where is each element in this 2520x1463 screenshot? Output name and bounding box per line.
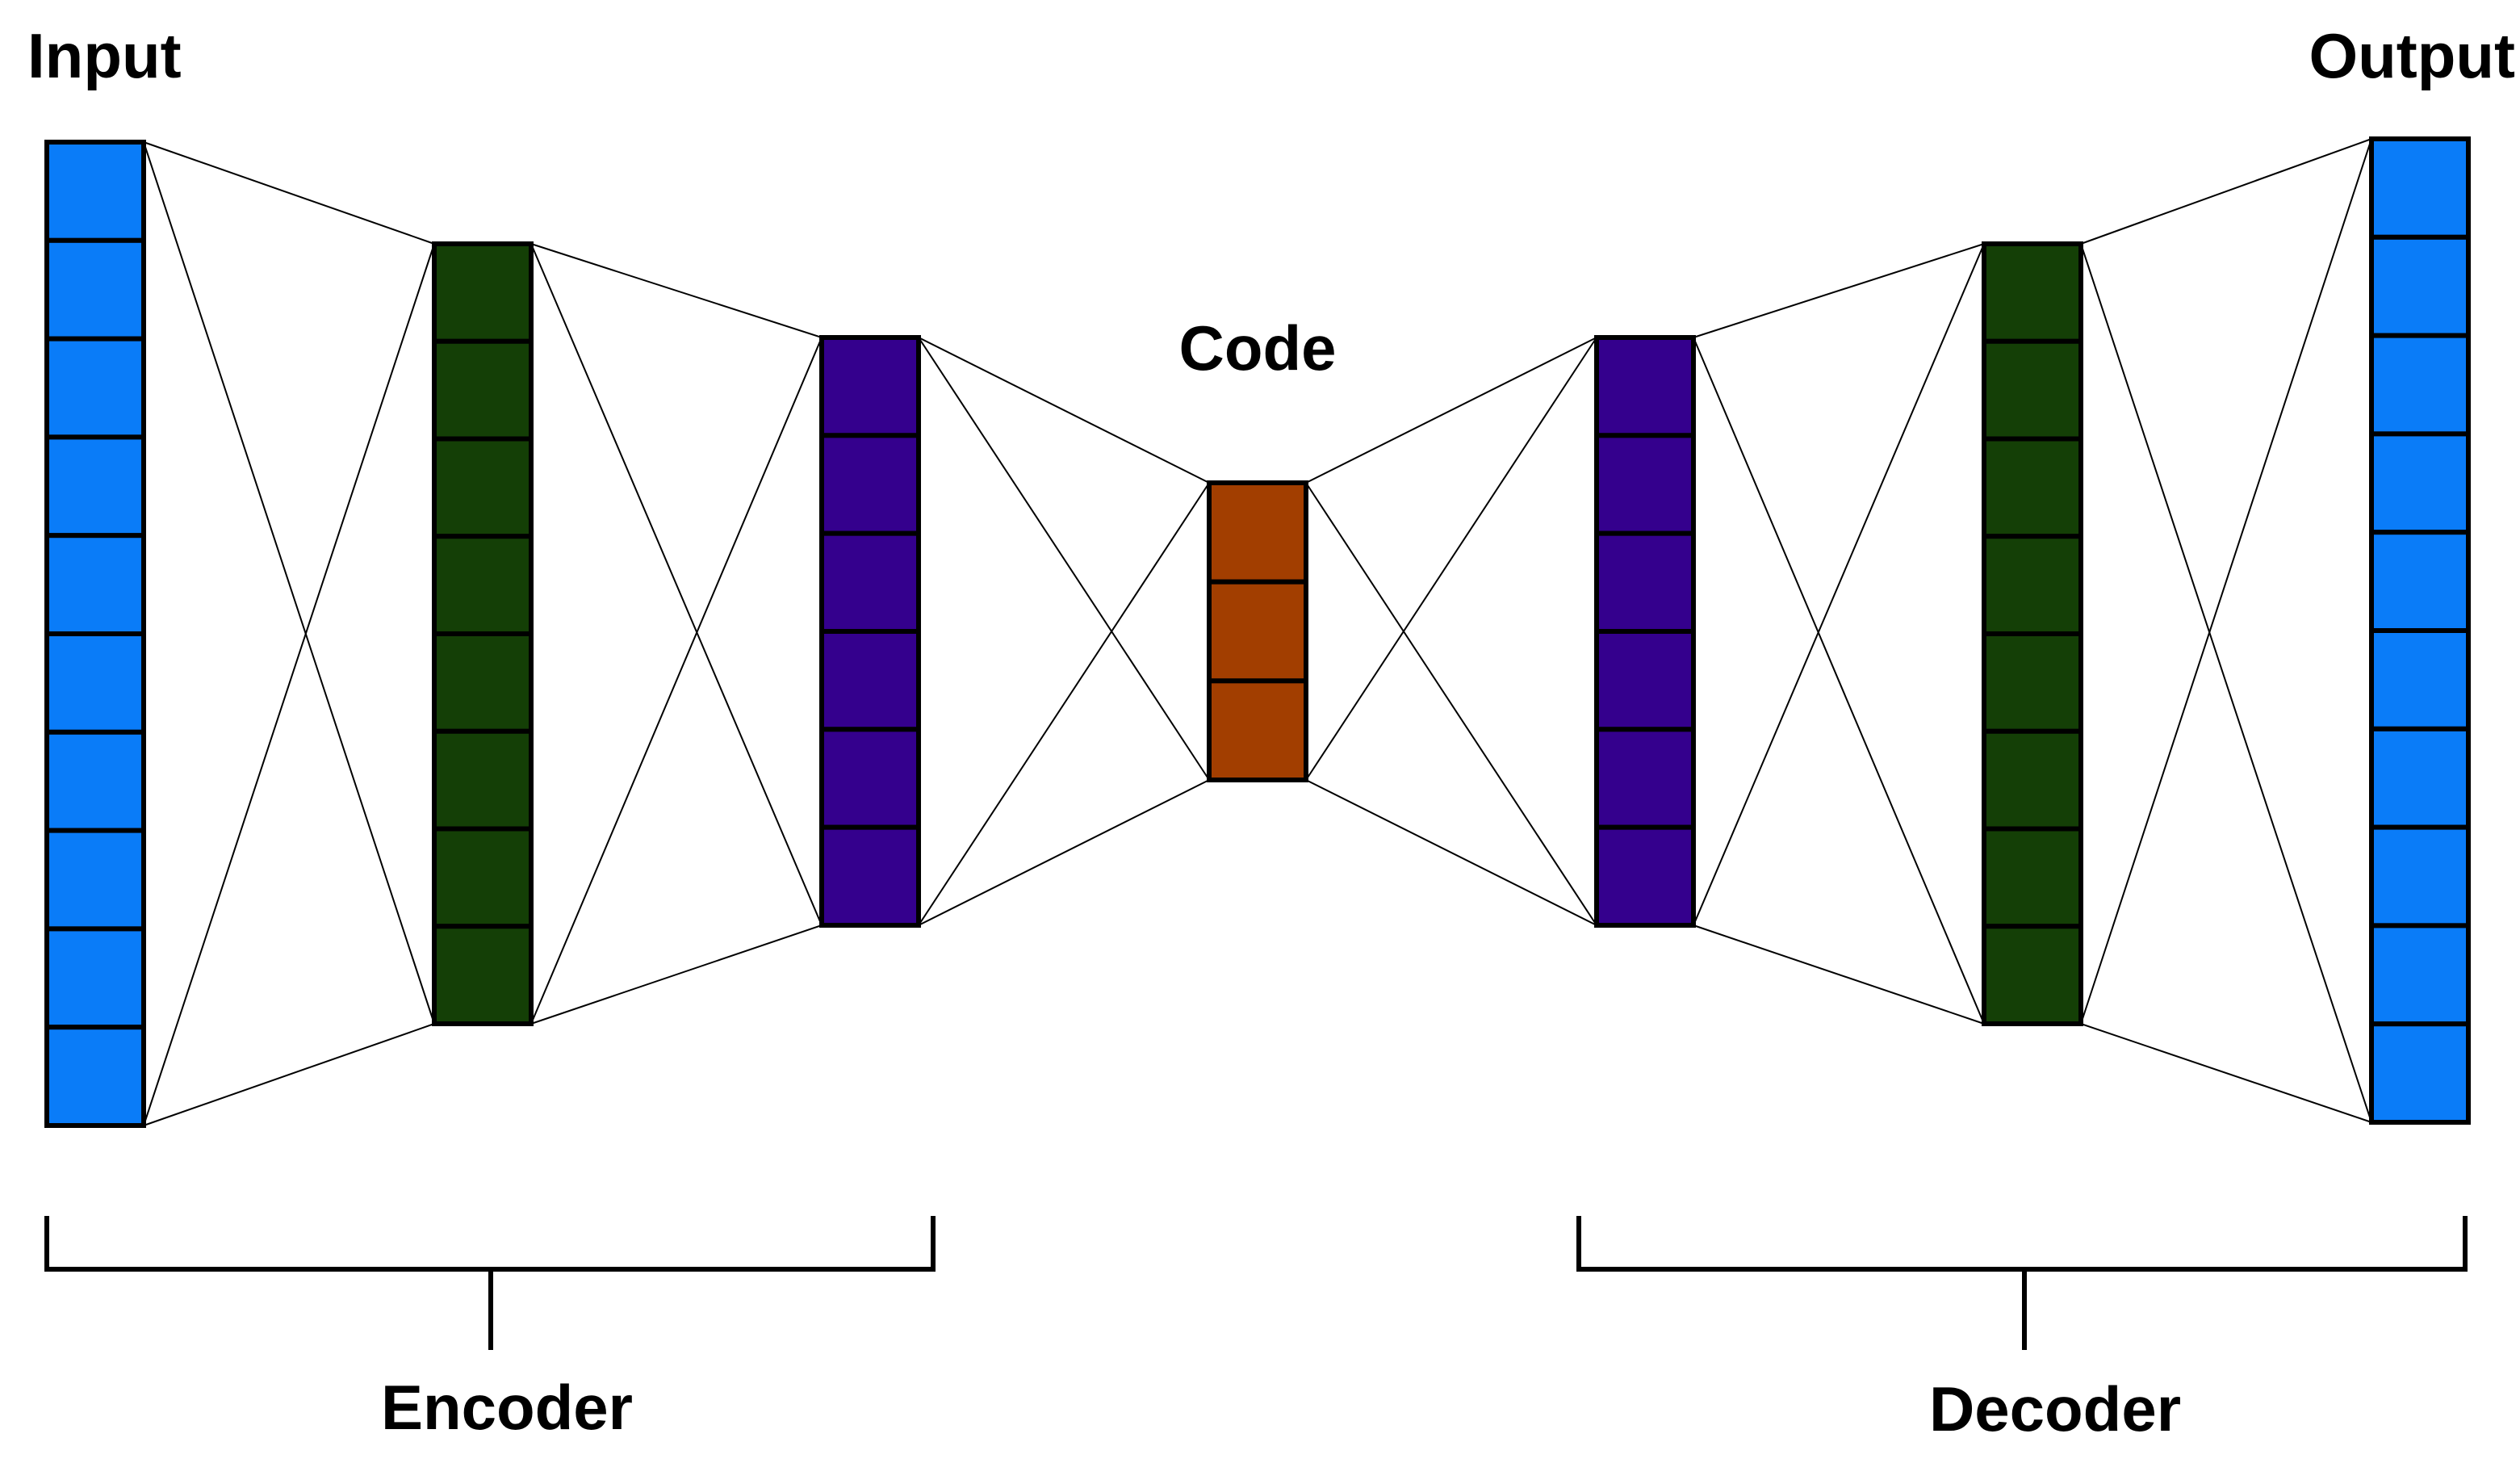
connection-line <box>530 243 823 338</box>
neuron-cell <box>1982 728 2083 832</box>
connection-line <box>1693 243 1985 338</box>
connection-line <box>530 924 823 1025</box>
neuron-cell <box>432 436 534 539</box>
connection-line <box>143 141 435 245</box>
decoder-bracket <box>1576 1216 2468 1350</box>
neuron-cell <box>432 241 534 344</box>
neuron-cell <box>44 828 146 932</box>
neuron-cell <box>1594 824 1696 928</box>
connection-line <box>1305 337 1597 781</box>
neuron-cell <box>1594 629 1696 732</box>
neuron-cell <box>44 533 146 637</box>
neuron-cell <box>44 631 146 735</box>
neuron-cell <box>1594 335 1696 438</box>
neuron-cell <box>1594 433 1696 536</box>
neuron-cell <box>2369 431 2471 535</box>
encoder-hidden-2 <box>819 335 921 928</box>
brackets <box>44 1216 2468 1350</box>
code-layer <box>1207 480 1308 782</box>
neuron-cell <box>1207 579 1308 684</box>
neuron-cell <box>44 729 146 833</box>
connection-line <box>530 337 823 1025</box>
neuron-cell <box>819 530 921 635</box>
neuron-cell <box>2369 234 2471 338</box>
neuron-cell <box>819 727 921 830</box>
neuron-cell <box>44 336 146 440</box>
output-label: Output <box>2309 20 2515 91</box>
connection-line <box>918 482 1210 926</box>
connection-line <box>918 779 1210 926</box>
code-label: Code <box>1179 312 1337 384</box>
connection-line <box>1305 337 1597 484</box>
neuron-cell <box>1982 924 2083 1026</box>
encoder-label: Encoder <box>381 1372 633 1443</box>
connection-line <box>2080 138 2372 245</box>
connection-line <box>1693 243 1985 926</box>
neuron-cell <box>432 534 534 636</box>
connection-line <box>1305 779 1597 926</box>
decoder-hidden-1 <box>1594 335 1696 928</box>
neuron-cell <box>2369 726 2471 830</box>
neuron-cell <box>2369 628 2471 732</box>
neuron-cell <box>432 826 534 929</box>
neuron-cell <box>819 824 921 928</box>
neuron-cell <box>1982 534 2083 636</box>
neuron-cell <box>2369 136 2471 240</box>
neuron-cell <box>2369 333 2471 437</box>
neuron-cell <box>432 924 534 1026</box>
neuron-cell <box>1207 678 1308 782</box>
connection-line <box>143 141 435 1025</box>
neuron-cell <box>819 433 921 536</box>
connection-line <box>918 337 1210 781</box>
neuron-cell <box>432 631 534 734</box>
connection-line <box>1305 482 1597 926</box>
neuron-cell <box>2369 530 2471 634</box>
neuron-cell <box>44 1025 146 1128</box>
connection-line <box>2080 138 2372 1025</box>
neuron-cell <box>2369 1021 2471 1125</box>
neuron-cell <box>1982 826 2083 929</box>
encoder-bracket <box>44 1216 936 1350</box>
neuron-cell <box>44 140 146 243</box>
encoder-hidden-1 <box>432 241 534 1026</box>
neuron-cell <box>1594 727 1696 830</box>
neuron-cell <box>1207 480 1308 585</box>
input-layer <box>44 140 146 1128</box>
neuron-cell <box>1594 530 1696 635</box>
neuron-cell <box>44 237 146 342</box>
neuron-cell <box>1982 338 2083 442</box>
neuron-cell <box>819 335 921 438</box>
input-label: Input <box>27 20 182 91</box>
neuron-cell <box>2369 923 2471 1027</box>
layers <box>44 136 2471 1128</box>
connection-line <box>918 337 1210 484</box>
neuron-cell <box>44 434 146 539</box>
decoder-hidden-2 <box>1982 241 2083 1026</box>
neuron-cell <box>2369 824 2471 929</box>
neuron-cell <box>1982 241 2083 344</box>
connection-line <box>143 243 435 1126</box>
neuron-cell <box>432 338 534 442</box>
neuron-cell <box>1982 631 2083 734</box>
decoder-label: Decoder <box>1929 1373 2181 1444</box>
neuron-cell <box>432 728 534 832</box>
output-layer <box>2369 136 2471 1125</box>
connection-line <box>143 1023 435 1126</box>
neuron-cell <box>819 629 921 732</box>
connection-line <box>530 243 823 926</box>
connection-line <box>1693 924 1985 1025</box>
connection-line <box>2080 243 2372 1123</box>
connection-line <box>1693 337 1985 1025</box>
neuron-cell <box>1982 436 2083 539</box>
neuron-cell <box>44 926 146 1030</box>
connection-line <box>2080 1023 2372 1123</box>
connection-lines <box>143 138 2372 1126</box>
